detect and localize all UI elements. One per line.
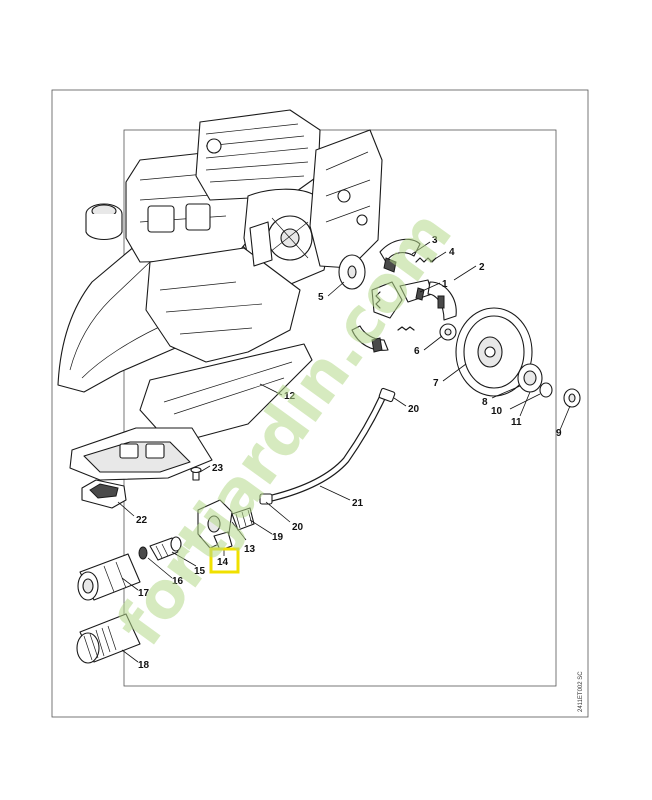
part-10-washer [539, 382, 553, 398]
callout-4: 4 [449, 247, 455, 258]
callout-2: 2 [479, 262, 485, 273]
part-14-piston [213, 531, 233, 551]
callout-10: 10 [491, 406, 503, 417]
callout-1: 1 [442, 279, 448, 290]
oil-pump [138, 499, 255, 561]
part-23-screw [190, 466, 202, 481]
leader-lines [117, 241, 571, 663]
callout-13: 13 [244, 544, 256, 555]
callout-20-bottom: 20 [292, 522, 304, 533]
clutch-assembly [338, 238, 457, 353]
callout-7: 7 [433, 378, 439, 389]
callout-14: 14 [217, 557, 229, 568]
part-19-worm [231, 507, 255, 531]
part-20-fitting-top [378, 387, 396, 403]
callout-16: 16 [172, 576, 184, 587]
callout-22: 22 [136, 515, 148, 526]
callout-19: 19 [272, 532, 284, 543]
callout-21: 21 [352, 498, 364, 509]
callout-9: 9 [556, 428, 562, 439]
engine-housing [57, 109, 383, 393]
part-20-fitting-bottom [259, 493, 273, 505]
callout-3: 3 [432, 235, 438, 246]
callout-23: 23 [212, 463, 224, 474]
part-3-clutch-shoe [379, 238, 421, 263]
oil-line [259, 387, 396, 505]
part-17-drive-gear [77, 553, 141, 601]
callout-labels: 1 2 3 4 5 6 7 8 9 10 11 12 13 14 15 16 1… [136, 235, 562, 671]
highlight-box-part-14 [209, 547, 240, 574]
drawing-code: 2411ET002 SC [578, 671, 584, 712]
part-22-plug [81, 479, 127, 509]
callout-17: 17 [138, 588, 150, 599]
callout-8: 8 [482, 397, 488, 408]
callout-12: 12 [284, 391, 296, 402]
part-16-o-ring [138, 546, 148, 560]
part-4-spring [415, 257, 437, 263]
callout-18: 18 [138, 660, 150, 671]
part-12-guide-plate [69, 343, 313, 481]
outer-frame [51, 89, 589, 718]
callout-6: 6 [414, 346, 420, 357]
callout-11: 11 [511, 417, 522, 428]
clutch-drum [455, 307, 581, 408]
callout-5: 5 [318, 292, 324, 303]
part-18-worm-gear [76, 613, 141, 664]
callout-20-top: 20 [408, 404, 420, 415]
inner-frame [123, 129, 557, 687]
callout-15: 15 [194, 566, 206, 577]
